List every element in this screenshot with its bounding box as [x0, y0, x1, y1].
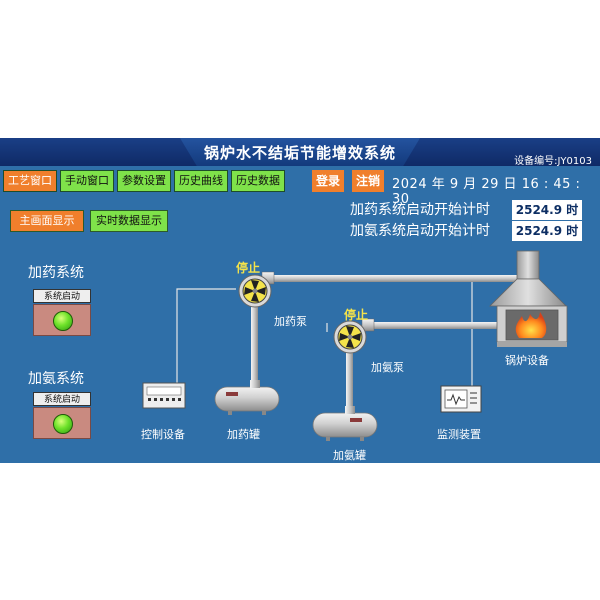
- tab-history-data[interactable]: 历史数据: [231, 170, 285, 192]
- dosing-tank-label: 加药罐: [227, 428, 260, 441]
- ammonia-timer-label: 加氨系统启动开始计时: [350, 223, 490, 239]
- process-diagram: [142, 250, 568, 441]
- title-bar: 锅炉水不结垢节能增效系统 设备编号:JY0103: [0, 138, 600, 167]
- dosing-system-start-button[interactable]: [33, 304, 91, 336]
- tab-parameter-settings[interactable]: 参数设置: [117, 170, 171, 192]
- device-id: 设备编号:JY0103: [514, 156, 592, 167]
- tab-manual-window[interactable]: 手动窗口: [60, 170, 114, 192]
- dosing-pump-status: 停止: [236, 261, 261, 275]
- tab-process-window[interactable]: 工艺窗口: [3, 170, 57, 192]
- pipe-main: [268, 275, 518, 282]
- dosing-system-start-tag: 系统启动: [33, 289, 91, 303]
- dosing-timer-label: 加药系统启动开始计时: [350, 202, 490, 218]
- ammonia-pump-label: 加氨泵: [371, 361, 404, 374]
- dosing-system-label: 加药系统: [28, 265, 84, 281]
- ammonia-system-start-tag: 系统启动: [33, 392, 91, 406]
- ammonia-pump[interactable]: [333, 318, 375, 354]
- control-device-label: 控制设备: [141, 428, 185, 441]
- boiler-label: 锅炉设备: [505, 354, 549, 367]
- monitor-device-icon: [440, 385, 482, 413]
- pipe-ammonia: [368, 322, 518, 329]
- monitor-device-label: 监测装置: [437, 428, 481, 441]
- ammonia-tank-label: 加氨罐: [333, 449, 366, 462]
- page-title: 锅炉水不结垢节能增效系统: [203, 144, 396, 162]
- dosing-system-indicator: [53, 311, 73, 331]
- ammonia-system-label: 加氨系统: [28, 371, 84, 387]
- hmi-screen: 锅炉水不结垢节能增效系统 设备编号:JY0103 工艺窗口 手动窗口 参数设置 …: [0, 138, 600, 463]
- ammonia-system-start-button[interactable]: [33, 407, 91, 439]
- main-screen-button[interactable]: 主画面显示: [10, 210, 84, 232]
- dosing-pump-label: 加药泵: [274, 315, 307, 328]
- signal-lines: [176, 279, 473, 386]
- ammonia-timer-value: 2524.9 时: [512, 221, 582, 241]
- dosing-pump[interactable]: [238, 271, 275, 308]
- ammonia-system-indicator: [53, 414, 73, 434]
- tab-history-curve[interactable]: 历史曲线: [174, 170, 228, 192]
- pipe-ammonia-vertical: [346, 346, 353, 414]
- realtime-data-button[interactable]: 实时数据显示: [90, 210, 168, 232]
- ammonia-pump-status: 停止: [344, 308, 369, 322]
- logout-button[interactable]: 注销: [352, 170, 384, 192]
- login-button[interactable]: 登录: [312, 170, 344, 192]
- ammonia-tank: [312, 406, 378, 441]
- boiler-icon: [489, 250, 568, 347]
- datetime-display: 2024 年 9 月 29 日 16 : 45 : 30: [392, 177, 581, 207]
- control-device-icon: [142, 382, 186, 409]
- pipe-dosing-vertical: [251, 298, 258, 380]
- dosing-tank: [214, 380, 280, 415]
- dosing-timer-value: 2524.9 时: [512, 200, 582, 220]
- title-plate: [180, 138, 420, 166]
